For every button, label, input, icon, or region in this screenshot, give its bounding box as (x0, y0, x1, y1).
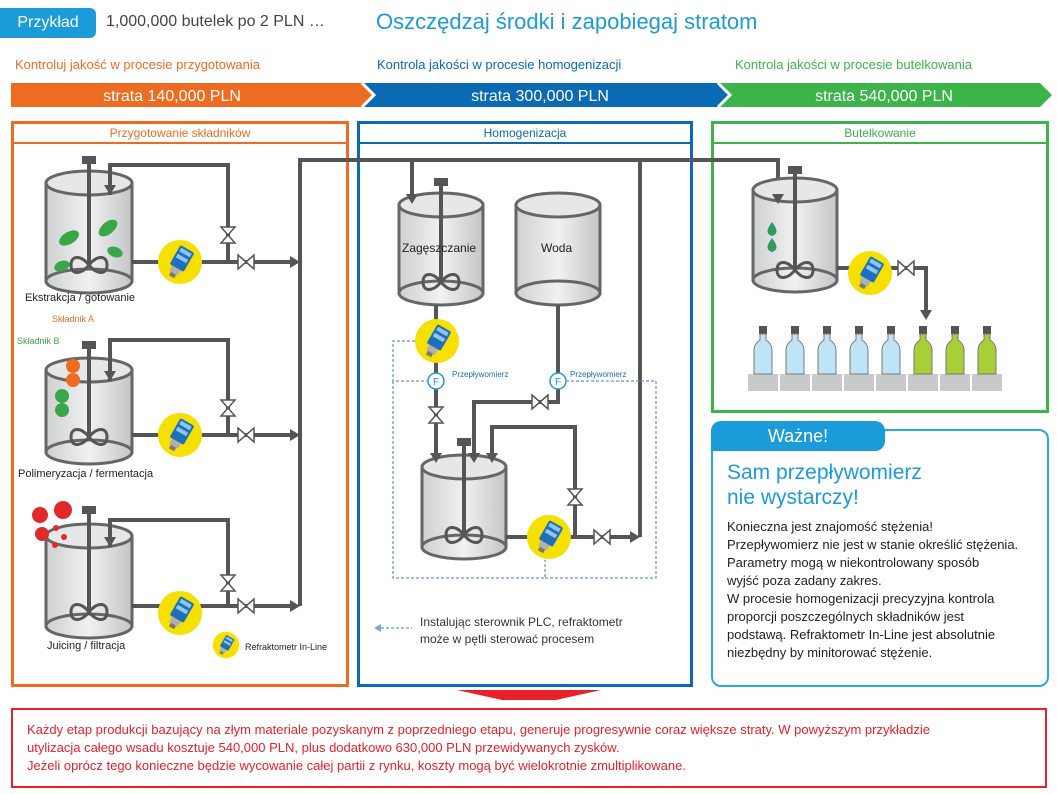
label-refractometer-legend: Refraktometr In-Line (245, 642, 328, 652)
loss-preparation: strata 140,000 PLN (103, 88, 241, 105)
important-line: Przepływomierz nie jest w stanie określi… (727, 537, 1019, 552)
loss-arrow-homogenization (362, 83, 730, 107)
tank-fermentation (44, 341, 134, 466)
label-water: Woda (541, 241, 573, 255)
conveyor (748, 374, 1002, 391)
label-ingredient-a: Składnik A (52, 314, 95, 324)
refractometer-mixing (527, 515, 571, 559)
summary-line: utylizacja całego wsadu kosztuje 540,000… (27, 740, 620, 755)
tank-juicing (32, 501, 134, 640)
label-extraction: Ekstrakcja / gotowanie (25, 292, 136, 304)
section-homogenization: Homogenizacja (357, 121, 693, 687)
important-line: W procesie homogenizacji precyzyjna kont… (727, 591, 995, 606)
section-preparation: Przygotowanie składników (11, 121, 349, 687)
important-line: Konieczna jest znajomość stężenia! (727, 519, 933, 534)
tank-water (514, 191, 602, 307)
label-juicing: Juicing / filtracja (47, 640, 126, 652)
important-heading-line2: nie wystarczy! (727, 486, 859, 509)
refractometer-fermentation (158, 413, 202, 457)
label-concentration: Zagęszczanie (402, 241, 477, 255)
process-diagram: F F (32, 156, 1002, 700)
refractometer-juicing (158, 591, 202, 635)
plc-note-line1: Instalując sterownik PLC, refraktometr (420, 615, 623, 629)
bottles (753, 325, 997, 375)
important-line: proporcji poszczególnych składników jest (727, 609, 965, 624)
section-homogenization-title: Homogenizacja (360, 124, 690, 144)
important-line: wyjść poza zadany zakres. (727, 573, 882, 588)
label-flowmeter-1: Przepływomierz (452, 370, 509, 379)
section-preparation-title: Przygotowanie składników (14, 124, 346, 144)
important-line: Parametry mogą w niekontrolowany sposób (727, 555, 980, 570)
control-loops (376, 340, 657, 629)
loss-homogenization: strata 300,000 PLN (471, 88, 609, 105)
stage-title-homogenization: Kontrola jakości w procesie homogenizacj… (377, 57, 622, 72)
label-ingredient-b: Składnik B (17, 336, 60, 346)
important-heading: Sam przepływomierz nie wystarczy! (727, 460, 922, 510)
important-tab: Ważne! (711, 421, 885, 451)
tank-extraction (44, 156, 134, 295)
section-bottling: Butelkowanie (711, 121, 1049, 413)
tank-mixing (420, 438, 508, 561)
stage-title-preparation: Kontroluj jakość w procesie przygotowani… (15, 57, 260, 72)
important-heading-line1: Sam przepływomierz (727, 461, 922, 484)
important-line: podstawą. Refraktometr In-Line jest abso… (727, 627, 996, 642)
stage-title-bottling: Kontrola jakości w procesie butelkowania (735, 57, 973, 72)
loss-arrow-preparation (11, 83, 374, 107)
loss-arrow-bar: strata 140,000 PLN strata 300,000 PLN st… (11, 81, 1052, 109)
example-text: 1,000,000 butelek po 2 PLN … (106, 13, 325, 30)
refractometer-bottling (848, 251, 892, 295)
tank-concentration (397, 178, 485, 307)
summary-line: Każdy etap produkcji bazujący na złym ma… (27, 722, 930, 737)
plc-note-line2: może w pętli sterować procesem (420, 632, 595, 646)
example-badge: Przykład (0, 8, 96, 38)
page-title: Oszczędzaj środki i zapobiegaj stratom (376, 9, 758, 34)
loss-arrow-bottling (718, 83, 1052, 107)
summary-line: Jeżeli oprócz tego konieczne będzie wyco… (27, 758, 686, 773)
preparation-pipes (108, 158, 780, 608)
down-arrow (457, 690, 601, 700)
refractometer-legend-icon (212, 631, 240, 659)
refractometer-extraction (158, 240, 202, 284)
svg-text:F: F (433, 377, 439, 388)
svg-text:F: F (555, 377, 561, 388)
tank-bottling (751, 166, 839, 294)
label-flowmeter-2: Przepływomierz (570, 370, 627, 379)
loss-bottling: strata 540,000 PLN (815, 88, 953, 105)
important-body: Konieczna jest znajomość stężenia! Przep… (727, 518, 1045, 662)
important-line: niezbędny by minitorować stężenie. (727, 645, 933, 660)
refractometer-concentration (415, 319, 459, 363)
summary-box: Każdy etap produkcji bazujący na złym ma… (11, 708, 1047, 788)
section-bottling-title: Butelkowanie (714, 124, 1046, 144)
label-fermentation: Polimeryzacja / fermentacja (18, 468, 154, 480)
